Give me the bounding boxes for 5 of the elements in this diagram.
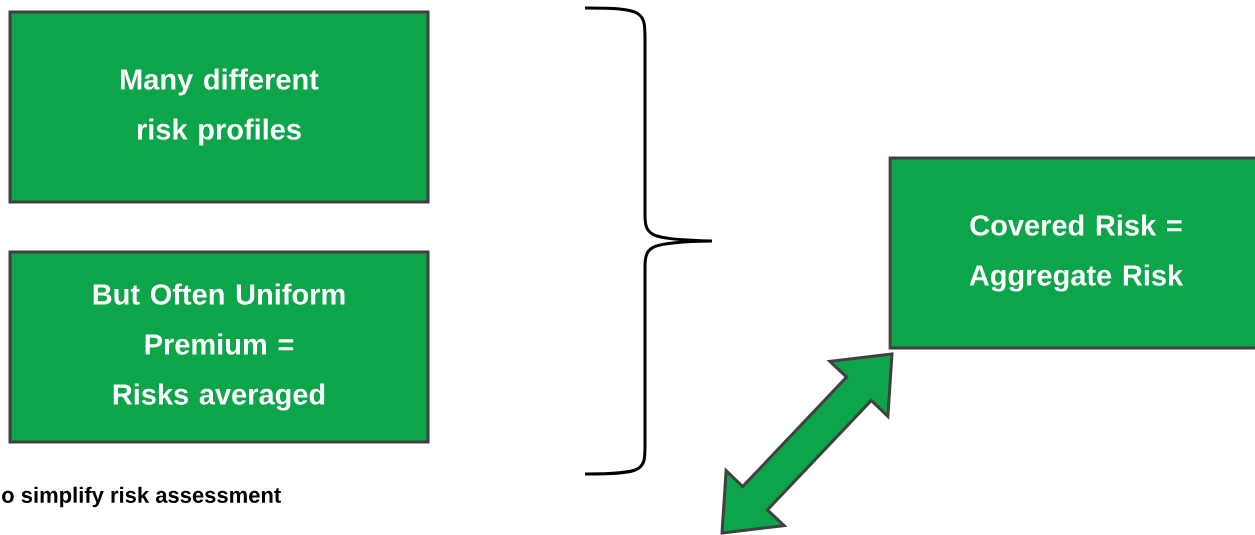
text-box: But Often Uniform Premium = Risks averaged — [8, 250, 430, 444]
text-box: Many different risk profiles — [8, 10, 430, 204]
double-arrow — [720, 352, 894, 535]
text-box: Covered Risk = Aggregate Risk — [888, 156, 1255, 350]
note-text: o simplify risk assessment — [2, 486, 281, 508]
